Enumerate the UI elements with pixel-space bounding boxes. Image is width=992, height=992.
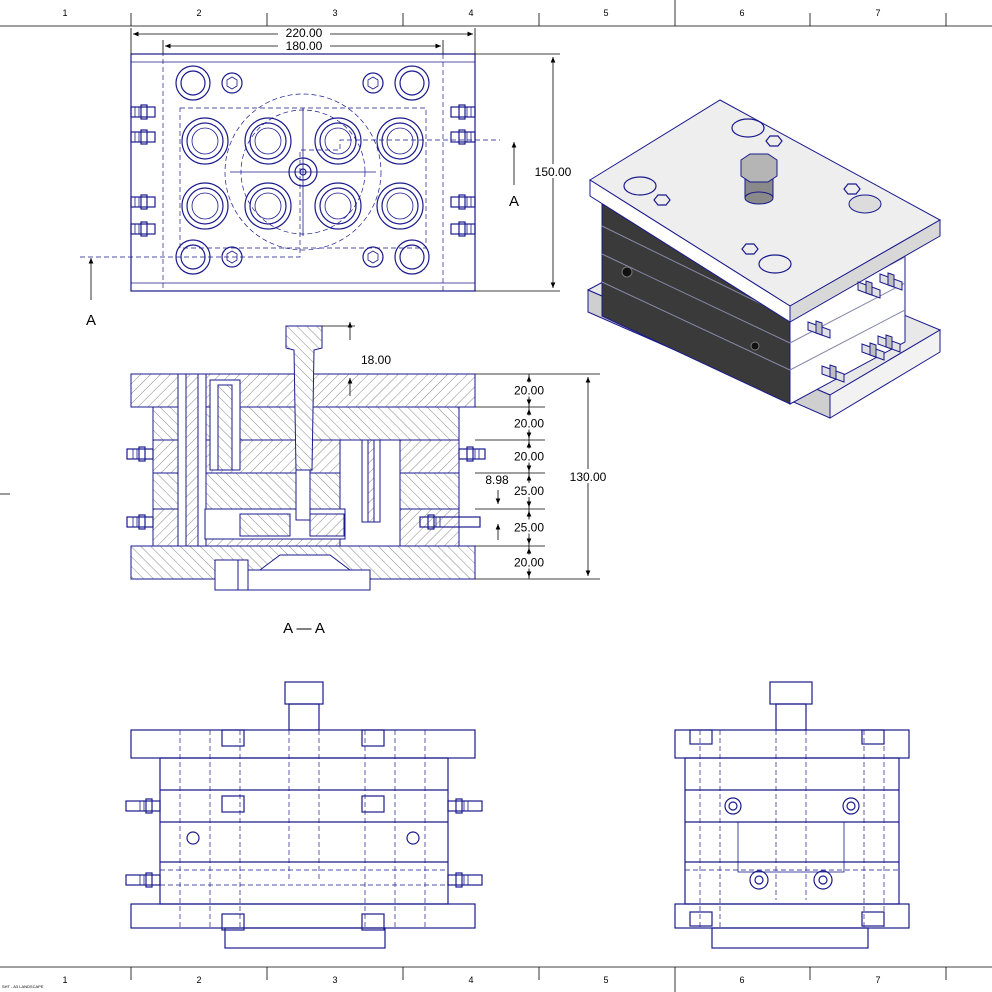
dim-sprue: 18.00 bbox=[361, 353, 391, 367]
cooling-fitting bbox=[130, 221, 156, 237]
cavity-core bbox=[386, 127, 414, 155]
isometric-view bbox=[586, 99, 942, 419]
zone-number: 4 bbox=[468, 975, 473, 985]
dim-height: 150.00 bbox=[535, 165, 572, 179]
zone-number: 6 bbox=[739, 8, 744, 18]
iso-fitting bbox=[879, 272, 903, 291]
zone-number: 7 bbox=[875, 975, 880, 985]
cavity-core bbox=[191, 127, 219, 155]
cavity-inner bbox=[381, 187, 419, 225]
cavity-outer bbox=[376, 182, 424, 230]
iso-cooling-fittings bbox=[807, 272, 903, 383]
cooling-fitting bbox=[126, 446, 154, 462]
cooling-fitting bbox=[130, 129, 156, 145]
plate-thickness-dim: 20.00 bbox=[514, 417, 544, 431]
plate-thickness-dim: 20.00 bbox=[514, 384, 544, 398]
cavity-outer bbox=[376, 117, 424, 165]
zone-number: 3 bbox=[332, 975, 337, 985]
section-cooling-fittings bbox=[126, 446, 486, 530]
corner-bushings bbox=[175, 65, 430, 275]
front-view bbox=[125, 681, 483, 949]
sheet-format-label: SHT - A3 LANDSCAPE bbox=[2, 984, 44, 989]
plate-thickness-dim: 25.00 bbox=[514, 521, 544, 535]
iso-fitting bbox=[877, 334, 901, 353]
cooling-fitting bbox=[447, 798, 483, 814]
cavity-inner bbox=[186, 187, 224, 225]
section-dimensions: 18.00 130.00 20.00 20.00 20.00 25.00 25.00 20… bbox=[322, 322, 613, 580]
iso-fitting bbox=[857, 280, 881, 299]
zone-number: 2 bbox=[196, 8, 201, 18]
cavity-outer bbox=[314, 182, 362, 230]
cooling-fitting bbox=[125, 872, 161, 888]
cavity-outer bbox=[314, 117, 362, 165]
cooling-fitting bbox=[450, 129, 476, 145]
zone-number: 1 bbox=[62, 975, 67, 985]
iso-fitting bbox=[861, 342, 885, 361]
dim-inner-width: 180.00 bbox=[286, 39, 323, 53]
cavity-outer bbox=[244, 117, 292, 165]
cavity-inner bbox=[319, 187, 357, 225]
cooling-fitting bbox=[450, 104, 476, 120]
zone-number: 6 bbox=[739, 975, 744, 985]
cooling-fitting bbox=[130, 194, 156, 210]
top-view-dimensions: 220.00 180.00 150.00 bbox=[130, 26, 578, 292]
cavity-inner bbox=[249, 187, 287, 225]
cooling-fitting bbox=[458, 446, 486, 462]
socket-screws bbox=[221, 72, 384, 268]
section-label-left: A bbox=[86, 312, 96, 329]
front-cooling-fittings bbox=[125, 798, 483, 888]
iso-fitting bbox=[807, 320, 831, 339]
zone-number: 7 bbox=[875, 8, 880, 18]
cooling-fitting bbox=[125, 798, 161, 814]
cooling-fitting bbox=[447, 872, 483, 888]
section-view: 18.00 130.00 20.00 20.00 20.00 25.00 25.00 20… bbox=[126, 322, 613, 637]
dim-outer-width: 220.00 bbox=[286, 26, 323, 40]
plate-thickness-dim: 20.00 bbox=[514, 450, 544, 464]
cooling-fitting bbox=[419, 514, 481, 530]
section-caption: A — A bbox=[283, 620, 325, 637]
cavity-circles bbox=[181, 117, 424, 230]
zone-number: 5 bbox=[603, 8, 608, 18]
section-label-right: A bbox=[509, 193, 519, 210]
cooling-fitting bbox=[450, 221, 476, 237]
cavity-core bbox=[254, 192, 282, 220]
zone-number: 4 bbox=[468, 8, 473, 18]
cavity-core bbox=[386, 192, 414, 220]
plate-thickness-dim: 25.00 bbox=[514, 484, 544, 498]
zone-number: 3 bbox=[332, 8, 337, 18]
cavity-outer bbox=[244, 182, 292, 230]
cavity-core bbox=[254, 127, 282, 155]
cooling-fitting bbox=[450, 194, 476, 210]
side-view bbox=[674, 681, 910, 949]
zone-number: 5 bbox=[603, 975, 608, 985]
cooling-fitting bbox=[130, 104, 156, 120]
top-view: 220.00 180.00 150.00 A A bbox=[80, 26, 578, 329]
iso-fitting bbox=[821, 364, 845, 383]
cavity-inner bbox=[319, 122, 357, 160]
cavity-inner bbox=[381, 122, 419, 160]
dim-offset: 8.98 bbox=[485, 473, 509, 487]
zone-number: 1 bbox=[62, 8, 67, 18]
cavity-core bbox=[191, 192, 219, 220]
cavity-outer bbox=[181, 117, 229, 165]
cavity-inner bbox=[186, 122, 224, 160]
cavity-core bbox=[324, 127, 352, 155]
cavity-outer bbox=[181, 182, 229, 230]
cavity-inner bbox=[249, 122, 287, 160]
plate-thickness-dim: 20.00 bbox=[514, 556, 544, 570]
zone-number: 2 bbox=[196, 975, 201, 985]
cooling-fitting bbox=[126, 514, 154, 530]
section-line: A A bbox=[80, 139, 519, 329]
dim-total: 130.00 bbox=[570, 470, 607, 484]
cavity-core bbox=[324, 192, 352, 220]
